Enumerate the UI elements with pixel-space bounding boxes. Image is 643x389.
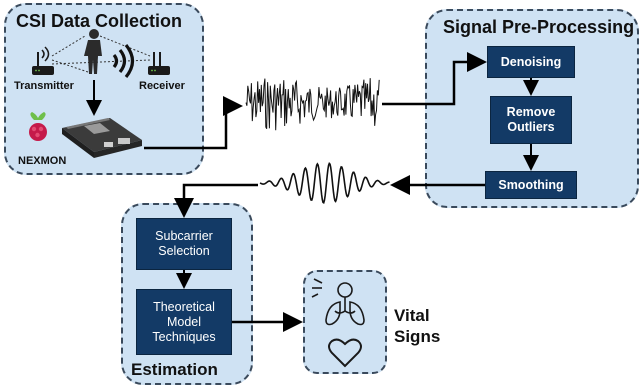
vital-signs-label: Vital Signs (394, 306, 441, 346)
theoretical-model-step: Theoretical Model Techniques (136, 289, 232, 355)
denoising-label: Denoising (500, 54, 562, 69)
raspberry-pi-logo-icon (29, 112, 47, 141)
person-icon (84, 29, 102, 74)
theoretical-model-label: Theoretical Model Techniques (152, 299, 216, 344)
wifi-waves-icon (112, 43, 135, 79)
denoising-step: Denoising (487, 46, 575, 78)
preprocessing-panel-title: Signal Pre-Processing (443, 17, 635, 37)
nexmon-label: NEXMON (18, 155, 67, 167)
csi-panel-title: CSI Data Collection (16, 11, 183, 31)
board-computer-icon (62, 118, 142, 158)
receiver-label: Receiver (139, 80, 185, 92)
smoothing-label: Smoothing (498, 177, 564, 192)
transmitter-router-icon (32, 46, 54, 75)
smoothing-step: Smoothing (485, 171, 577, 199)
subcarrier-selection-label: Subcarrier Selection (155, 229, 213, 258)
receiver-router-icon (148, 52, 170, 75)
remove-outliers-label: Remove Outliers (506, 105, 556, 134)
smoothed-signal-waveform (259, 161, 390, 204)
lungs-icon (311, 278, 365, 326)
raw-signal-waveform (245, 78, 380, 131)
clean-signal-to-estimation-arrow (174, 183, 258, 218)
subcarrier-selection-step: Subcarrier Selection (136, 218, 232, 270)
raw-signal-to-denoising-arrow (382, 52, 487, 106)
transmitter-label: Transmitter (14, 80, 74, 92)
estimation-panel-title: Estimation (131, 360, 218, 379)
heart-icon (328, 338, 362, 368)
board-to-raw-signal-arrow (144, 96, 243, 150)
remove-outliers-step: Remove Outliers (490, 96, 572, 144)
